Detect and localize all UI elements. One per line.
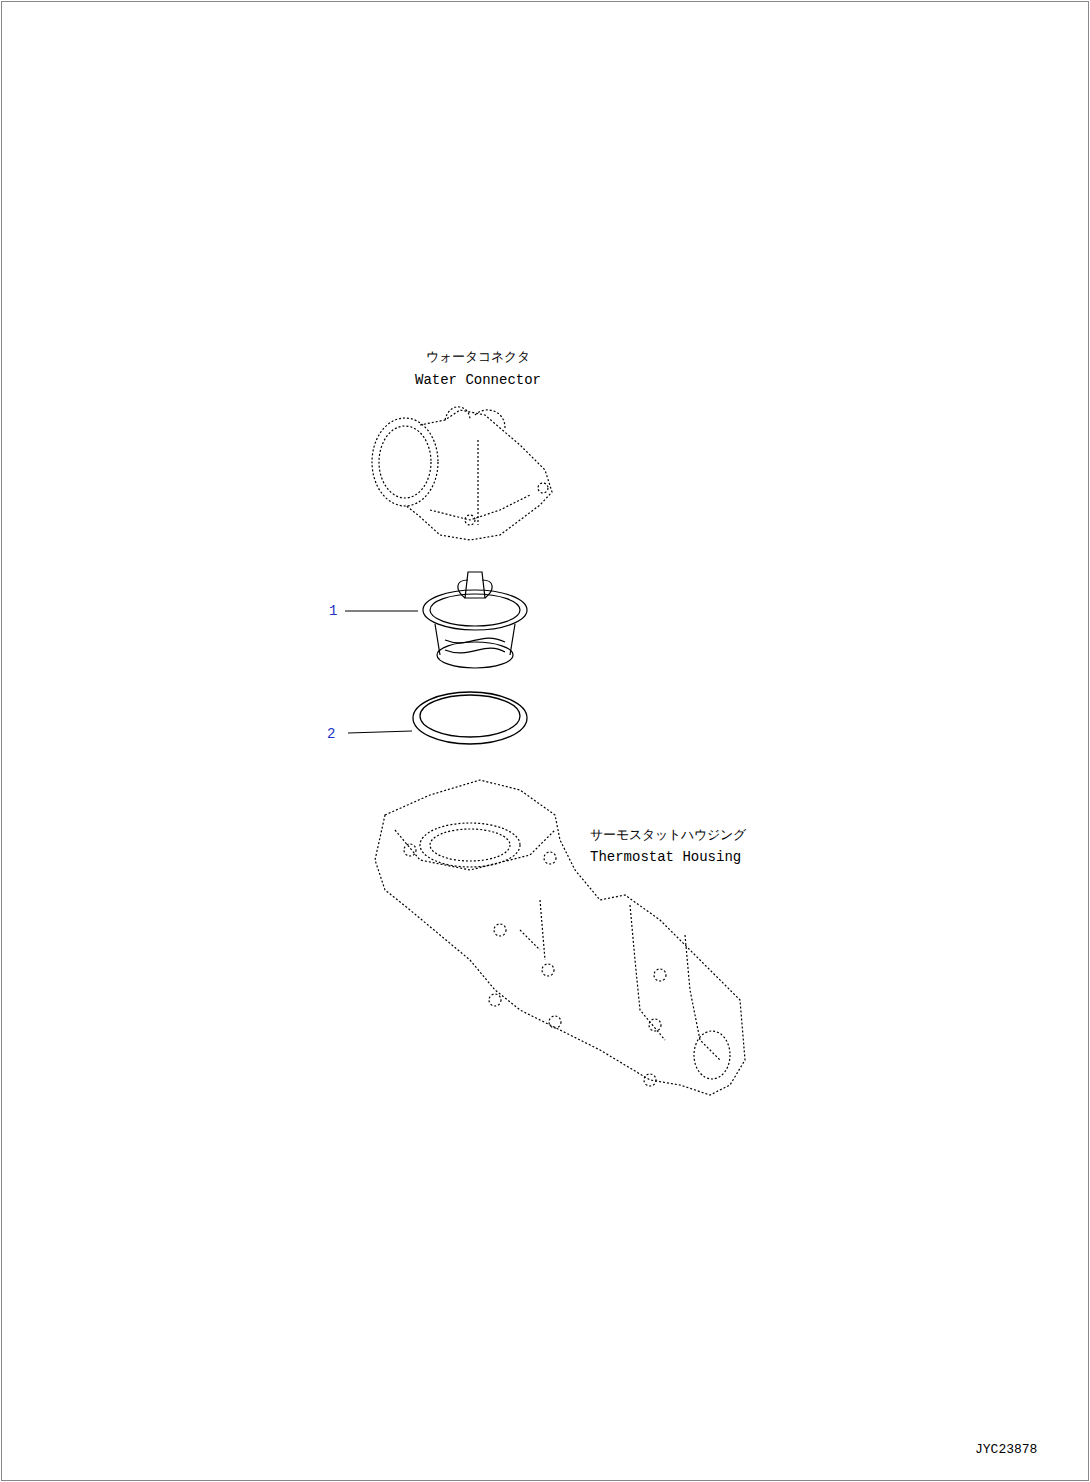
part-name: ウォータコネクタ (426, 351, 530, 364)
thermostat-housing (375, 780, 745, 1095)
thermostat (423, 572, 527, 668)
part-name: Water Connector (415, 373, 541, 387)
callout-number: 2 (327, 727, 335, 741)
drawing-number: JYC23878 (975, 1443, 1037, 1456)
water-connector (372, 407, 552, 540)
o-ring (413, 692, 527, 744)
part-name: Thermostat Housing (590, 850, 741, 864)
callout-number: 1 (329, 604, 337, 618)
part-name: サーモスタットハウジング (590, 829, 746, 842)
leader-line (345, 611, 418, 733)
